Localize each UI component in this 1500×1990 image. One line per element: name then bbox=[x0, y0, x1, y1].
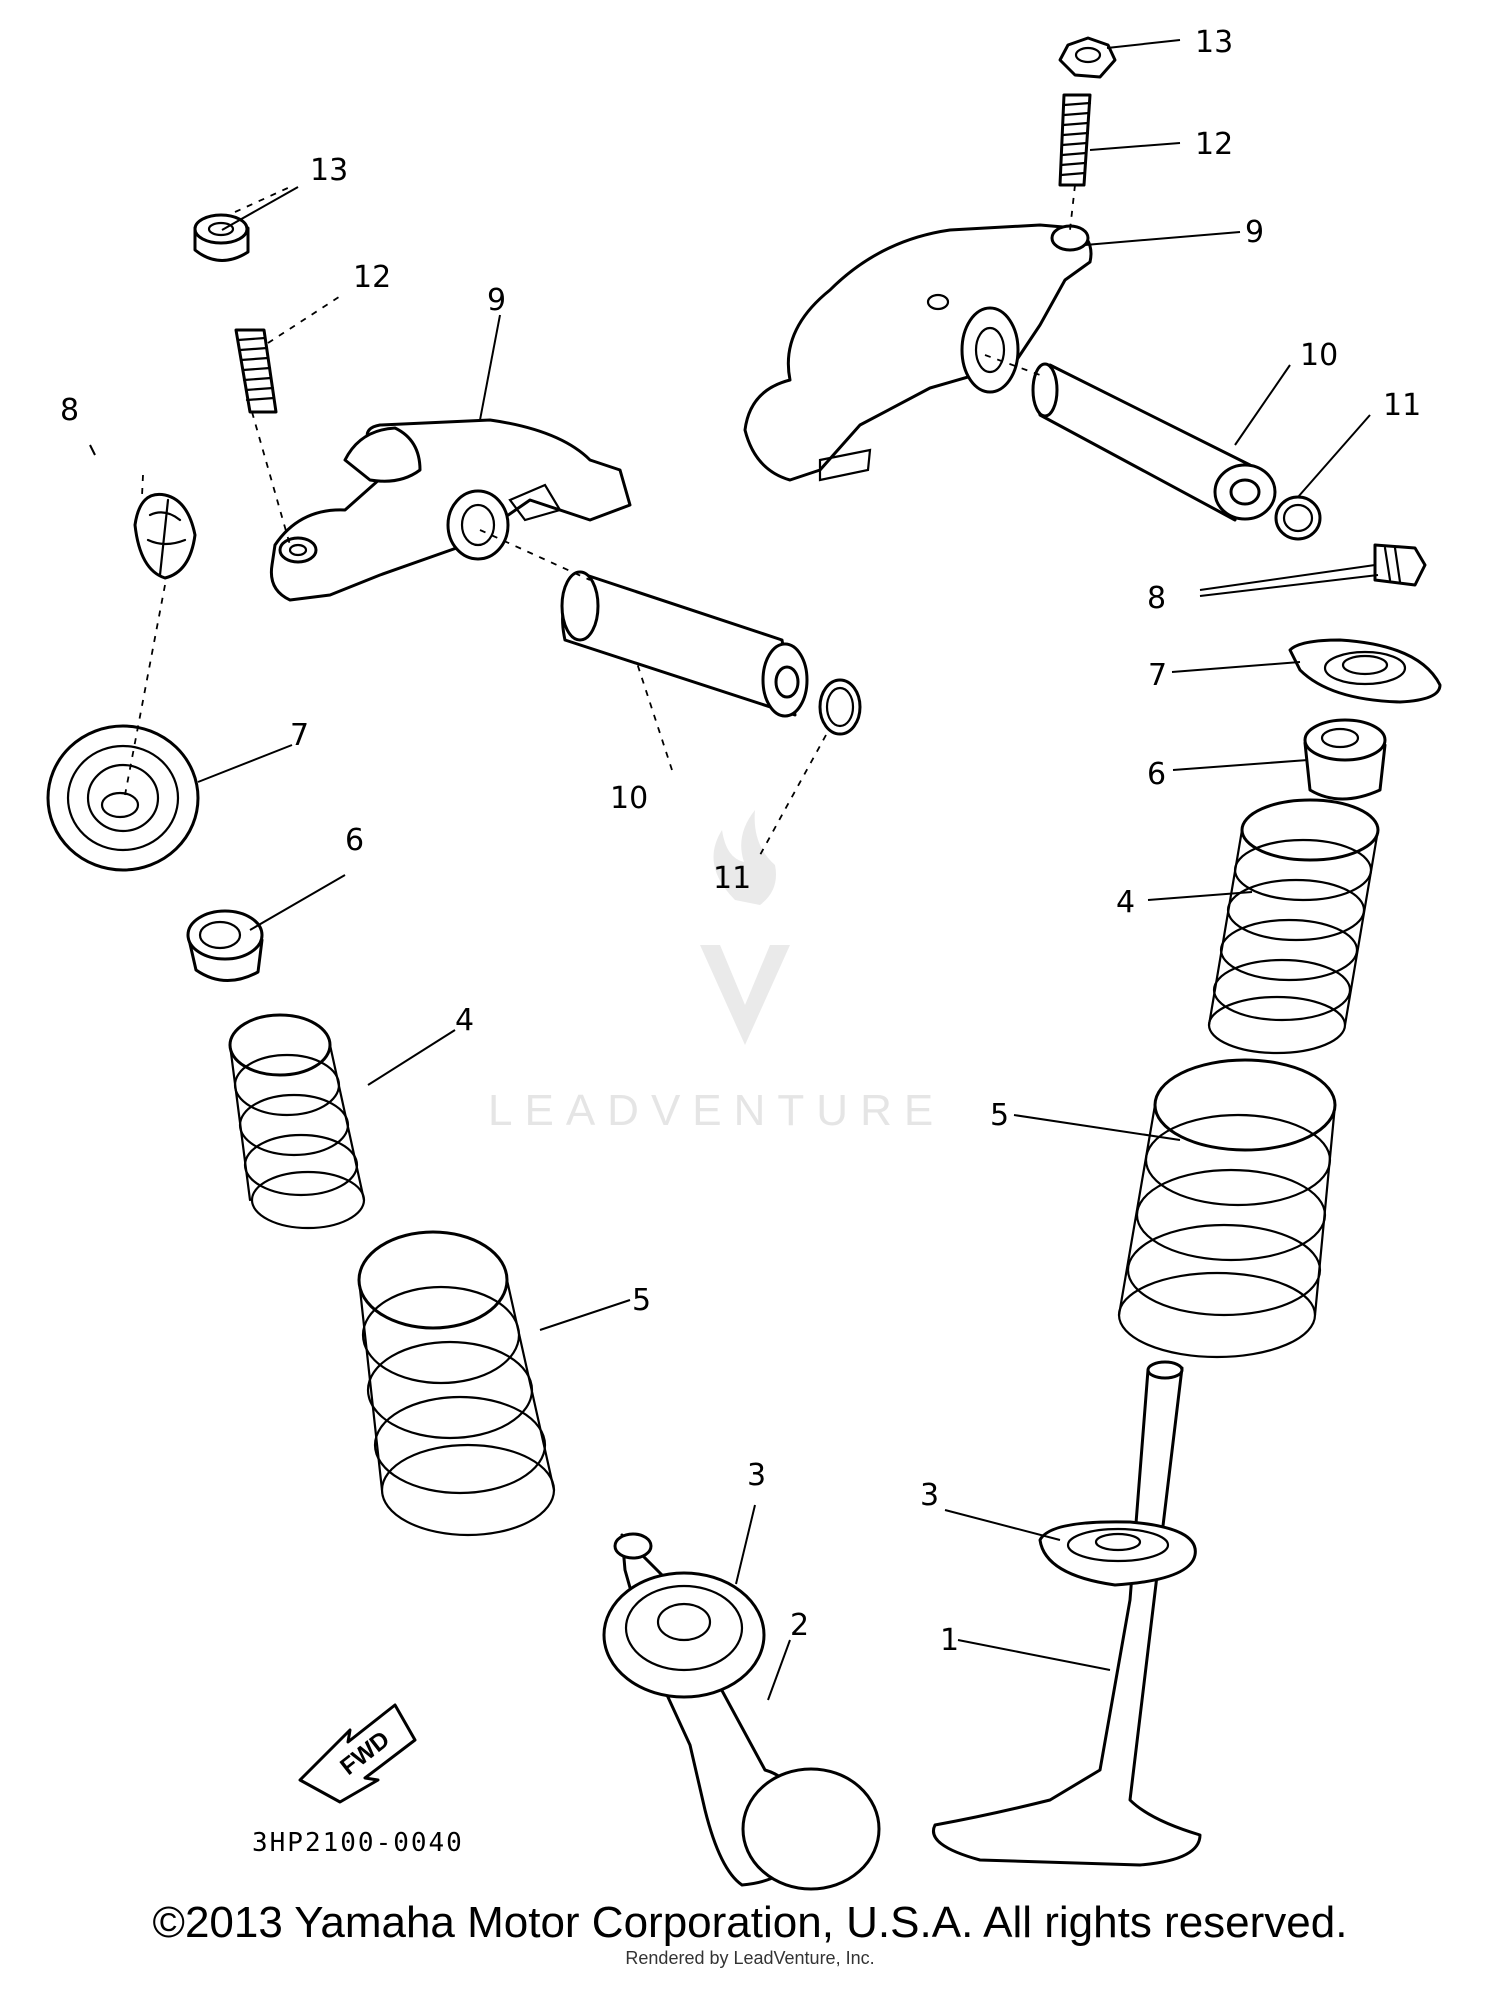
drawing-code: 3HP2100-0040 bbox=[252, 1828, 464, 1858]
watermark-text: LEADVENTURE bbox=[488, 1086, 945, 1135]
callout-8-right: 8 bbox=[1147, 581, 1166, 616]
callout-7-right: 7 bbox=[1148, 658, 1167, 693]
adjusting-screw-left bbox=[234, 328, 278, 414]
callout-12-left: 12 bbox=[353, 260, 391, 295]
adjusting-screw-right bbox=[1058, 93, 1092, 187]
valve-stem-seal-right bbox=[1303, 718, 1387, 801]
spring-retainer-right bbox=[1288, 638, 1442, 704]
spring-seat-left bbox=[602, 1571, 766, 1699]
spring-seat-right bbox=[1038, 1520, 1197, 1587]
o-ring-right bbox=[1274, 495, 1322, 541]
callout-2: 2 bbox=[790, 1608, 809, 1643]
nut-right bbox=[1058, 36, 1117, 79]
valve-right bbox=[932, 1360, 1202, 1867]
leader-lines bbox=[89, 39, 1379, 1701]
outer-spring-right bbox=[1117, 1058, 1337, 1359]
callout-13-left: 13 bbox=[310, 153, 348, 188]
fwd-arrow: FWD bbox=[298, 1703, 417, 1804]
callout-5-right: 5 bbox=[990, 1098, 1009, 1133]
callout-11-left: 11 bbox=[713, 861, 751, 896]
callout-numbers: 13 12 9 10 11 8 7 6 4 5 3 1 13 12 9 8 10… bbox=[60, 25, 1421, 1658]
callout-9-right: 9 bbox=[1245, 215, 1264, 250]
inner-spring-left bbox=[228, 1013, 366, 1230]
outer-spring-left bbox=[357, 1230, 556, 1537]
callout-11-right: 11 bbox=[1383, 388, 1421, 423]
rocker-arm-right bbox=[743, 223, 1093, 482]
callout-6-right: 6 bbox=[1147, 757, 1166, 792]
callout-7-left: 7 bbox=[290, 718, 309, 753]
callout-9-left: 9 bbox=[487, 283, 506, 318]
callout-5-left: 5 bbox=[632, 1283, 651, 1318]
leadventure-watermark: LEADVENTURE bbox=[488, 810, 945, 1135]
rendered-by-notice: Rendered by LeadVenture, Inc. bbox=[625, 1948, 875, 1968]
callout-4-left: 4 bbox=[455, 1003, 474, 1038]
inner-spring-right bbox=[1207, 798, 1380, 1055]
copyright-notice: ©2013 Yamaha Motor Corporation, U.S.A. A… bbox=[152, 1898, 1348, 1947]
callout-8-left: 8 bbox=[60, 393, 79, 428]
rocker-shaft-left bbox=[560, 570, 809, 718]
rocker-shaft-right bbox=[1031, 362, 1277, 522]
callout-12-right: 12 bbox=[1195, 127, 1233, 162]
nut-left bbox=[193, 213, 250, 262]
callout-13-right: 13 bbox=[1195, 25, 1233, 60]
spring-retainer-left bbox=[46, 724, 200, 872]
callout-4-right: 4 bbox=[1116, 885, 1135, 920]
valve-cotter-left bbox=[133, 492, 197, 580]
rocker-arm-left bbox=[269, 418, 632, 602]
callout-10-right: 10 bbox=[1300, 338, 1338, 373]
callout-3-right: 3 bbox=[920, 1478, 939, 1513]
callout-1: 1 bbox=[940, 1623, 959, 1658]
valve-cotter-right bbox=[1373, 543, 1427, 587]
valve-stem-seal-left bbox=[186, 909, 264, 982]
callout-3-left: 3 bbox=[747, 1458, 766, 1493]
callout-10-left: 10 bbox=[610, 781, 648, 816]
callout-6-left: 6 bbox=[345, 823, 364, 858]
